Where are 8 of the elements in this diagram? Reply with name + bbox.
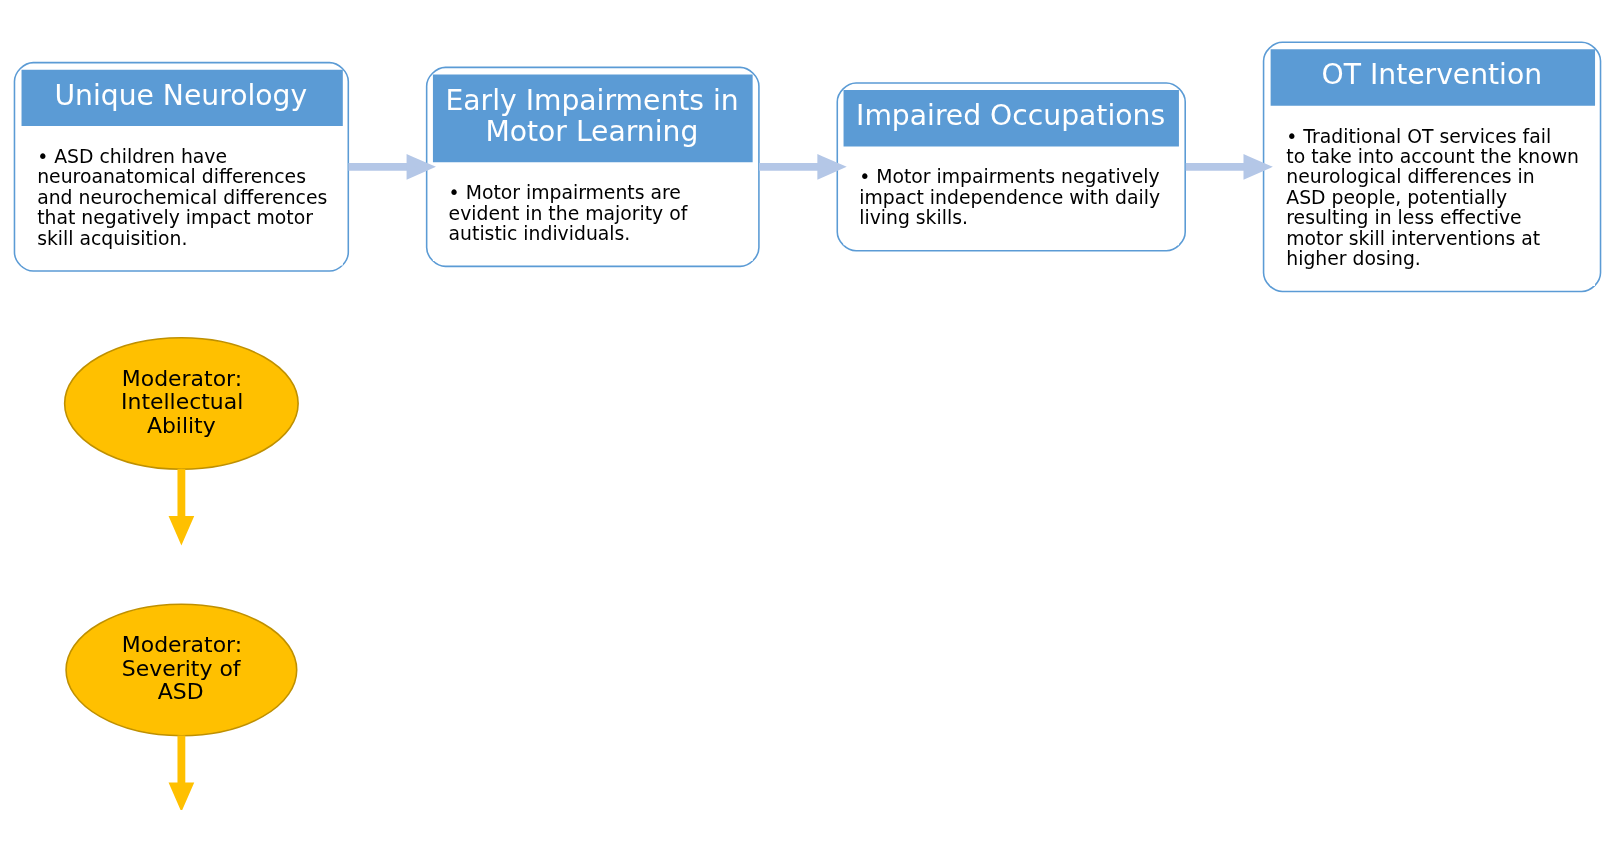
node-box: Early Impairments in Motor Learning • Motor impairments are evident in the majority of autistic individuals. (425, 66, 760, 267)
arrow (168, 468, 195, 545)
node-ellipse: Moderator: Intellectual Ability (63, 336, 299, 470)
node-box: Unique Neurology • ASD children have neuroanatomical differences and neurochemical differences that negatively impact motor skill acquisition. (13, 61, 350, 272)
node-box: Impaired Occupations • Motor impairments negatively impact independence with daily living skills. (836, 81, 1186, 251)
arrow (168, 735, 195, 810)
node-ellipse: Moderator: Severity of ASD (65, 602, 298, 736)
node-box: OT Intervention • Traditional OT services fail to take into account the known neurological differences in ASD people, potentially resulting in less effective motor skill interventions at higher dosing. (1262, 41, 1602, 292)
